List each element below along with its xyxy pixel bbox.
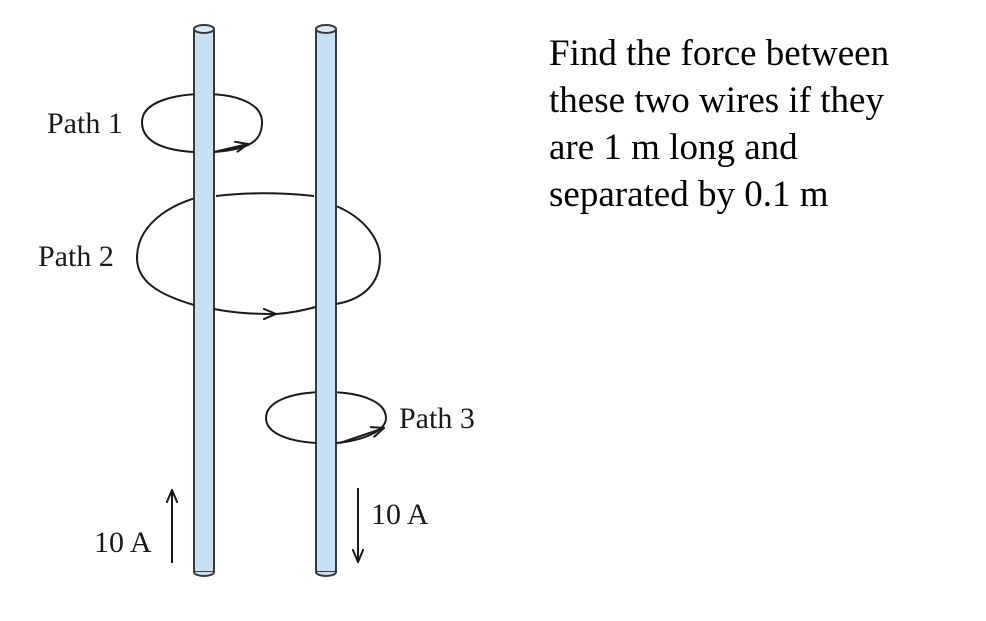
path-2-arrow	[213, 309, 276, 314]
problem-line: these two wires if they	[549, 80, 884, 121]
path-2-loop-front-left	[136, 257, 195, 306]
path-3-loop-front	[265, 417, 317, 444]
path-2-loop-back-middle	[215, 192, 315, 197]
two-wires-diagram: Path 1 Path 2 Path 3 10 A 10 A	[38, 24, 475, 577]
path-2-loop-back-right	[335, 205, 381, 259]
wire-2	[315, 24, 337, 577]
path-3-arrowhead	[339, 428, 384, 444]
wire-2-top-cap	[315, 24, 337, 34]
problem-statement: Find the force between these two wires i…	[549, 30, 969, 218]
wire-1	[193, 24, 215, 577]
problem-line: separated by 0.1 m	[549, 174, 829, 215]
wire-1-body	[193, 28, 215, 573]
path-1-loop-front	[141, 121, 263, 153]
wire-1-top-cap	[193, 24, 215, 34]
wire-1-bottom-cap	[193, 571, 215, 577]
wire-2-current-label: 10 A	[371, 498, 429, 531]
wire-2-bottom-cap	[315, 571, 337, 577]
path-2-loop-front	[275, 257, 381, 315]
path-3-label: Path 3	[399, 402, 475, 435]
path-1-arrow	[213, 144, 248, 153]
path-1-label: Path 1	[47, 107, 123, 140]
problem-line: are 1 m long and	[549, 127, 798, 168]
wire-2-body	[315, 28, 337, 573]
path-2-label: Path 2	[38, 240, 114, 273]
wire-1-current-label: 10 A	[94, 526, 152, 559]
problem-line: Find the force between	[549, 33, 890, 74]
